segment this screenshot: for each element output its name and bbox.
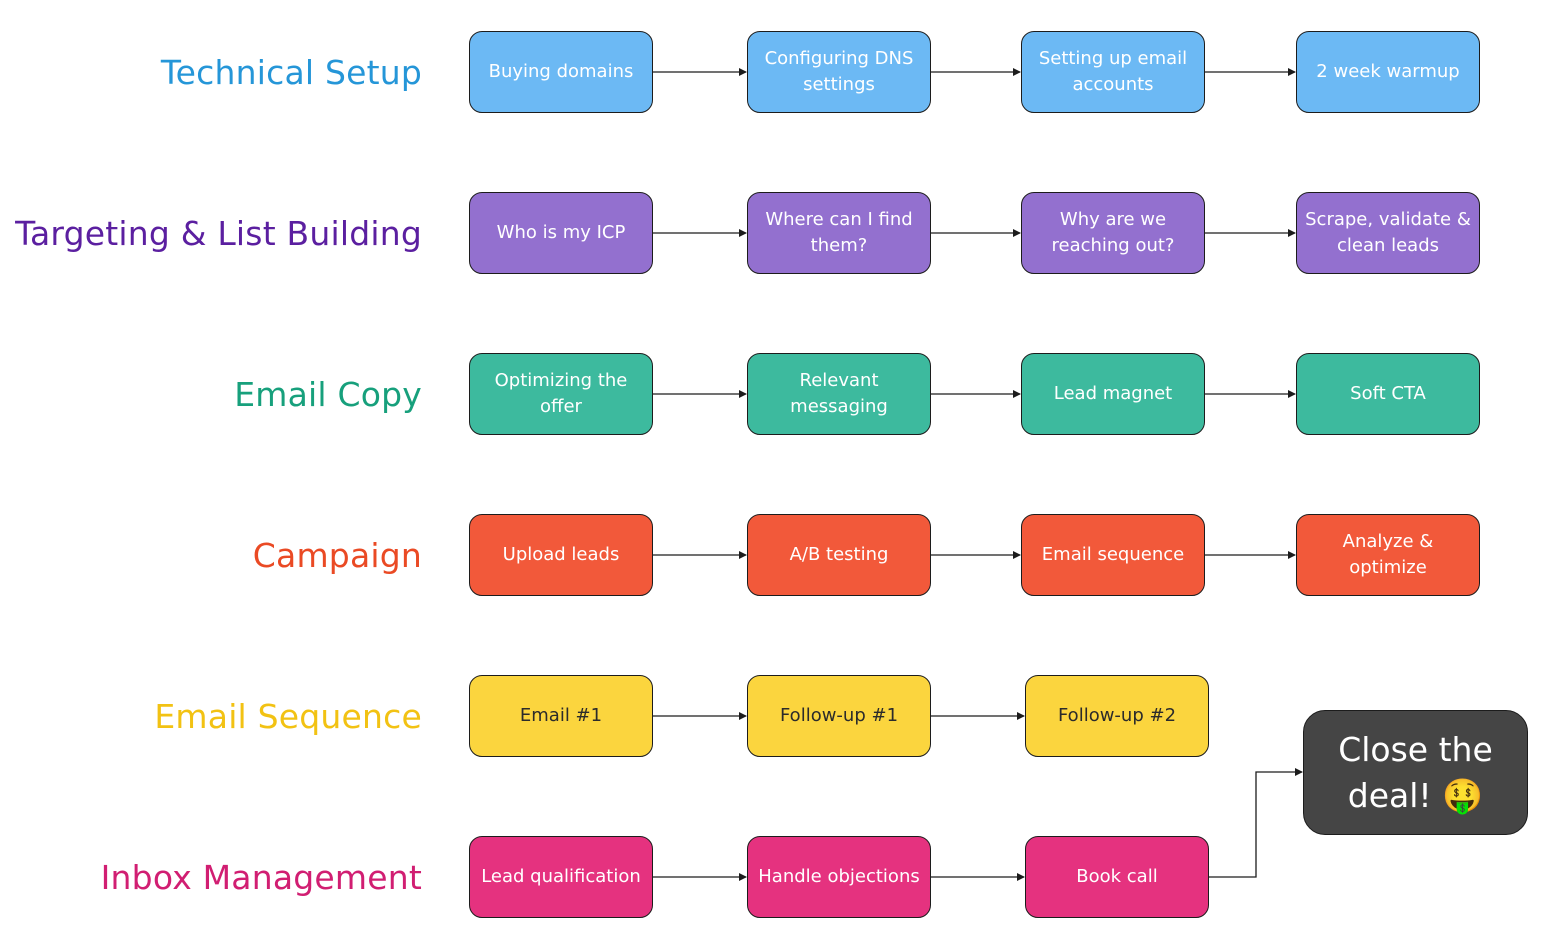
row-label-inbox-management: Inbox Management — [100, 857, 422, 897]
step-node-analyze-optimize[interactable]: Analyze & optimize — [1296, 514, 1480, 596]
step-label: 2 week warmup — [1316, 61, 1460, 82]
step-label: Analyze & optimize — [1342, 531, 1434, 578]
step-node-soft-cta[interactable]: Soft CTA — [1296, 353, 1480, 435]
step-label: Relevant messaging — [790, 370, 888, 417]
step-label: Handle objections — [758, 866, 920, 887]
step-label: Buying domains — [488, 61, 634, 82]
arrow-book-call-to-close-the-deal — [1209, 768, 1303, 878]
step-label: Where can I find them? — [765, 209, 913, 256]
step-label: Soft CTA — [1350, 383, 1426, 404]
step-label: Lead qualification — [481, 866, 641, 887]
step-node-configuring-dns-settings[interactable]: Configuring DNS settings — [747, 31, 931, 113]
step-label: Email sequence — [1041, 544, 1185, 565]
step-node-email-sequence[interactable]: Email sequence — [1021, 514, 1205, 596]
step-node-a-b-testing[interactable]: A/B testing — [747, 514, 931, 596]
step-node-where-can-i-find-them[interactable]: Where can I find them? — [747, 192, 931, 274]
step-label: A/B testing — [789, 544, 889, 565]
step-label: Configuring DNS settings — [764, 48, 914, 95]
step-node-relevant-messaging[interactable]: Relevant messaging — [747, 353, 931, 435]
step-node-buying-domains[interactable]: Buying domains — [469, 31, 653, 113]
step-label: Scrape, validate & clean leads — [1305, 209, 1471, 256]
close-the-deal-node[interactable]: Close the deal! 🤑 — [1303, 710, 1528, 835]
row-label-targeting-list-building: Targeting & List Building — [15, 213, 422, 253]
close-the-deal-label: Close the deal! 🤑 — [1338, 729, 1493, 815]
row-label-campaign: Campaign — [252, 535, 422, 575]
row-label-technical-setup: Technical Setup — [160, 52, 422, 92]
step-label: Book call — [1076, 866, 1158, 887]
step-label: Follow-up #2 — [1057, 705, 1177, 726]
step-label: Upload leads — [502, 544, 620, 565]
step-node-2-week-warmup[interactable]: 2 week warmup — [1296, 31, 1480, 113]
step-node-upload-leads[interactable]: Upload leads — [469, 514, 653, 596]
step-label: Who is my ICP — [496, 222, 626, 243]
step-node-scrape-validate-clean-leads[interactable]: Scrape, validate & clean leads — [1296, 192, 1480, 274]
row-label-email-sequence: Email Sequence — [154, 696, 422, 736]
step-node-email-1[interactable]: Email #1 — [469, 675, 653, 757]
step-node-setting-up-email-accounts[interactable]: Setting up email accounts — [1021, 31, 1205, 113]
step-node-lead-qualification[interactable]: Lead qualification — [469, 836, 653, 918]
row-label-email-copy: Email Copy — [234, 374, 422, 414]
step-node-follow-up-1[interactable]: Follow-up #1 — [747, 675, 931, 757]
step-label: Email #1 — [519, 705, 603, 726]
step-node-why-are-we-reaching-out[interactable]: Why are we reaching out? — [1021, 192, 1205, 274]
step-node-follow-up-2[interactable]: Follow-up #2 — [1025, 675, 1209, 757]
step-label: Why are we reaching out? — [1051, 209, 1175, 256]
step-node-handle-objections[interactable]: Handle objections — [747, 836, 931, 918]
step-label: Optimizing the offer — [494, 370, 628, 417]
step-label: Setting up email accounts — [1038, 48, 1188, 95]
step-node-optimizing-the-offer[interactable]: Optimizing the offer — [469, 353, 653, 435]
step-node-lead-magnet[interactable]: Lead magnet — [1021, 353, 1205, 435]
step-node-book-call[interactable]: Book call — [1025, 836, 1209, 918]
step-label: Lead magnet — [1053, 383, 1173, 404]
step-node-who-is-my-icp[interactable]: Who is my ICP — [469, 192, 653, 274]
step-label: Follow-up #1 — [779, 705, 899, 726]
